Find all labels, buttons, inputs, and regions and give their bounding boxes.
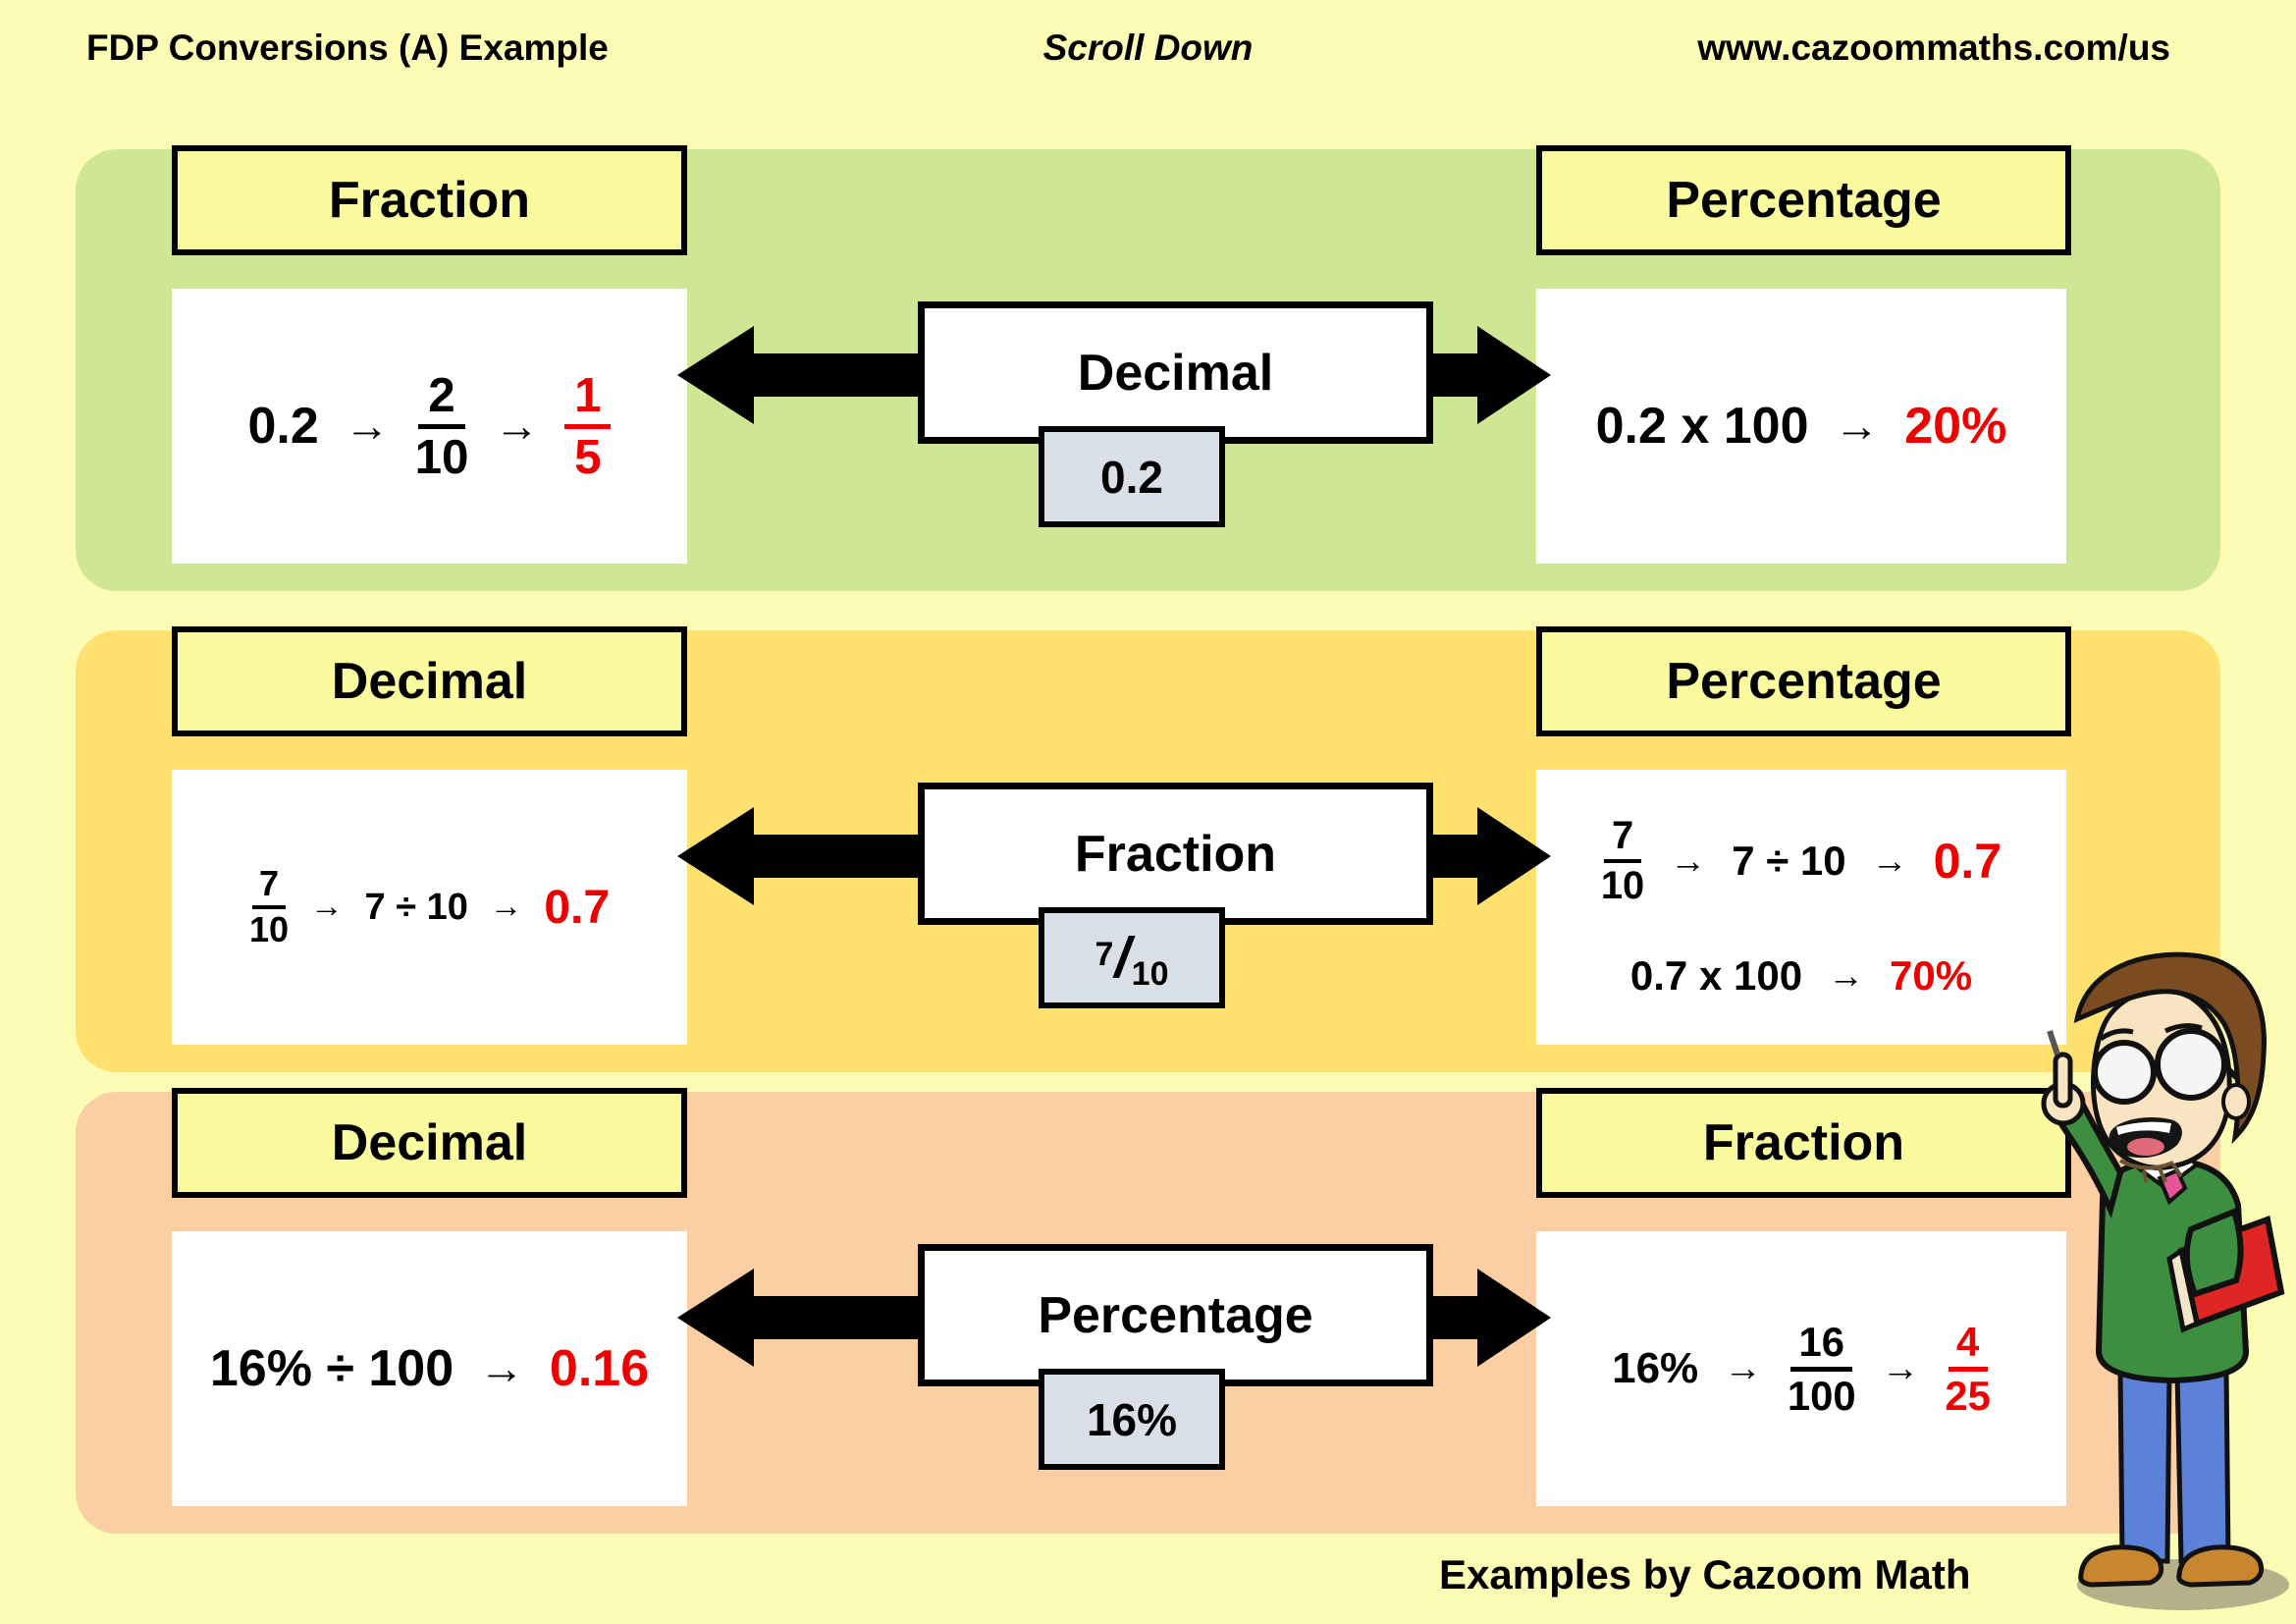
equation-term: 0.2 (247, 398, 319, 455)
category-label-text: Decimal (331, 1114, 528, 1171)
left-example-box: 16% ÷ 100 → 0.16 (172, 1231, 687, 1506)
equation-term: 0.7 x 100 (1629, 952, 1803, 1000)
category-label-text: Fraction (1702, 1114, 1905, 1171)
equation-term: 70% (1890, 952, 1973, 1000)
equation-row: 0.2 x 100 → 20% (1596, 397, 2007, 456)
arrow-right-icon: → (1881, 1347, 1920, 1389)
arrow-right-icon: → (494, 401, 540, 451)
right-category-label: Percentage (1536, 626, 2071, 736)
equation-row: 7/10 (1095, 926, 1169, 994)
equation-row: 0.2 (1100, 451, 1163, 504)
equation-term: 0.16 (549, 1340, 650, 1397)
arrow-right-icon: → (1724, 1347, 1762, 1389)
equation-term: 7 ÷ 10 (364, 886, 468, 928)
arrow-right-icon: → (1670, 840, 1707, 881)
arrow-right-icon: → (310, 889, 344, 925)
right-double-arrow-icon (1431, 1269, 1551, 1367)
left-double-arrow-icon (677, 326, 923, 424)
page-header: FDP Conversions (A) Example Scroll Down … (0, 20, 2296, 79)
equation-term: 0.2 (1100, 451, 1163, 503)
arrow-right-icon: → (1834, 401, 1880, 451)
center-category-text: Fraction (1074, 825, 1277, 883)
arrow-right-icon: → (344, 401, 390, 451)
equation-term: 0.7 (1933, 834, 2002, 889)
teacher-character-illustration (2041, 951, 2289, 1610)
equation-term: 0.2 x 100 (1595, 398, 1809, 455)
equation-term: 16% ÷ 100 (209, 1340, 454, 1397)
center-category-text: Decimal (1077, 344, 1274, 402)
center-category-text: Percentage (1038, 1286, 1313, 1344)
left-double-arrow-icon (677, 807, 923, 905)
left-category-label: Decimal (172, 1088, 687, 1198)
right-example-box: 0.2 x 100 → 20% (1536, 289, 2066, 564)
page-title: FDP Conversions (A) Example (86, 27, 609, 68)
arrow-right-icon: → (489, 889, 523, 925)
category-label-text: Percentage (1666, 653, 1942, 710)
category-label-text: Percentage (1666, 172, 1942, 229)
center-category-box: Fraction (918, 783, 1433, 925)
arrow-right-icon: → (479, 1343, 524, 1393)
right-category-label: Fraction (1536, 1088, 2071, 1198)
arrow-right-icon: → (1828, 955, 1865, 997)
equation-term: 16% (1086, 1393, 1178, 1445)
arrow-right-icon: → (1871, 840, 1908, 881)
equation-row: 16% (1087, 1393, 1177, 1446)
scroll-down-note: Scroll Down (1042, 27, 1254, 68)
left-category-label: Decimal (172, 626, 687, 736)
equation-row: 16% ÷ 100 → 0.16 (210, 1339, 649, 1398)
center-value-tag: 0.2 (1039, 426, 1225, 527)
equation-term: 7 ÷ 10 (1732, 838, 1846, 884)
right-category-label: Percentage (1536, 145, 2071, 255)
left-category-label: Fraction (172, 145, 687, 255)
equation-term: 20% (1904, 398, 2007, 455)
equation-row: 0.7 x 100 → 70% (1630, 952, 1972, 1000)
center-category-box: Decimal (918, 301, 1433, 444)
equation-term: 16% (1612, 1344, 1699, 1392)
equation-term: 0.7 (544, 881, 611, 934)
left-double-arrow-icon (677, 1269, 923, 1367)
website-url: www.cazoommaths.com/us (1697, 27, 2170, 68)
right-double-arrow-icon (1431, 807, 1551, 905)
category-label-text: Fraction (328, 172, 531, 229)
center-category-box: Percentage (918, 1244, 1433, 1386)
right-double-arrow-icon (1431, 326, 1551, 424)
center-value-tag: 7/10 (1039, 907, 1225, 1008)
slanted-fraction-term: 7/10 (1095, 926, 1169, 994)
category-label-text: Decimal (331, 653, 528, 710)
credit-text: Examples by Cazoom Math (1439, 1551, 1971, 1597)
center-value-tag: 16% (1039, 1369, 1225, 1470)
